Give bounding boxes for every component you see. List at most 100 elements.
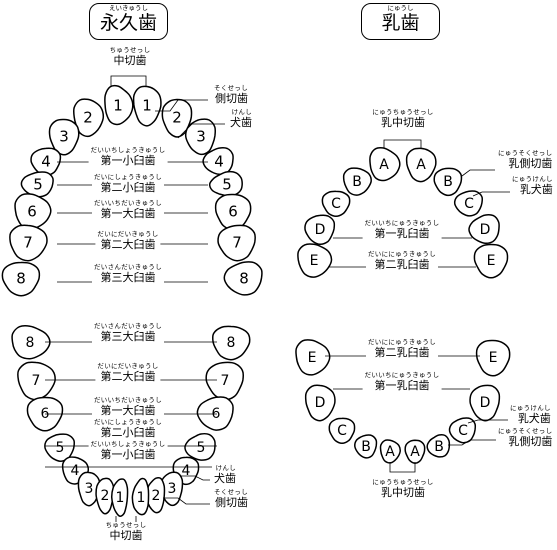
perm-upper-left-tooth-3-number: 3: [59, 127, 69, 145]
perm-lower-left-tooth-2: [95, 477, 115, 515]
prim-upper-left-tooth-E-number: E: [310, 253, 319, 269]
primary-title-ruby: にゅうし: [387, 4, 414, 12]
prim-upper-b-leader: [461, 169, 495, 177]
perm-lower-right-tooth-1-number: 1: [137, 490, 146, 506]
prim-upper-left-tooth-A-number: A: [379, 157, 389, 173]
prim-lower-a-leader: [389, 462, 416, 473]
perm-upper-left-tooth-7: [9, 224, 48, 262]
perm-upper-second-molar-label: だいにだいきゅうし 第二大臼歯: [95, 230, 161, 251]
perm-upper-ca-leader: [177, 123, 225, 139]
perm-upper-right-tooth-3: [184, 118, 217, 156]
perm-lower-canine-label: けんし 犬歯: [212, 464, 238, 485]
prim-upper-right-tooth-B: [433, 167, 463, 197]
perm-lower-right-tooth-2-number: 2: [152, 488, 161, 504]
prim-lower-left-tooth-D-number: D: [315, 395, 326, 411]
perm-upper-right-tooth-6-number: 6: [228, 202, 238, 220]
perm-lower-right-tooth-5: [184, 432, 216, 461]
perm-upper-right-tooth-5-number: 5: [222, 175, 232, 193]
perm-upper-canine-label: けんし 犬歯: [228, 108, 254, 129]
perm-lower-right-tooth-8-number: 8: [227, 335, 236, 351]
perm-lower-left-tooth-3: [77, 471, 101, 507]
prim-upper-central-incisor-label: にゅうちゅうせっし 乳中切歯: [370, 108, 436, 129]
prim-upper-right-tooth-E: [473, 243, 509, 279]
prim-lower-left-tooth-D: [304, 384, 336, 422]
perm-upper-left-tooth-7-number: 7: [23, 233, 33, 251]
perm-lower-left-tooth-2-number: 2: [101, 488, 110, 504]
perm-upper-right-tooth-2-number: 2: [172, 108, 182, 126]
perm-lower-second-premolar-label: だいにしょうきゅうし 第二小臼歯: [92, 418, 164, 439]
perm-lower-left-tooth-7-number: 7: [32, 373, 41, 389]
perm-lower-left-tooth-1-number: 1: [116, 490, 125, 506]
prim-upper-c-leader: [472, 191, 510, 197]
perm-upper-left-tooth-5-number: 5: [33, 175, 43, 193]
prim-lower-right-tooth-E-number: E: [489, 350, 498, 366]
prim-upper-lateral-incisor-label: にゅうそくせっし 乳側切歯: [496, 149, 555, 170]
prim-lower-first-molar-label: だいいちにゅうきゅうし 第一乳臼歯: [362, 371, 442, 392]
perm-upper-lateral-incisor-label: そくせっし 側切歯: [212, 84, 250, 105]
perm-lower-left-tooth-1: [110, 478, 129, 517]
prim-lower-left-tooth-E-number: E: [308, 350, 317, 366]
perm-lower-left-tooth-6: [26, 396, 64, 432]
prim-lower-right-tooth-C: [448, 417, 477, 444]
permanent-title-text: 永久歯: [99, 12, 157, 34]
prim-lower-right-tooth-A-number: A: [410, 444, 420, 460]
prim-lower-canine-label: にゅうけんし 乳犬歯: [508, 404, 553, 425]
primary-teeth-title: にゅうし 乳歯: [361, 3, 440, 40]
perm-upper-right-tooth-7: [217, 224, 256, 262]
perm-lower-right-tooth-5-number: 5: [197, 440, 206, 456]
perm-lower-right-tooth-4-number: 4: [182, 463, 191, 479]
perm-upper-right-tooth-7-number: 7: [232, 233, 242, 251]
prim-upper-right-tooth-E-number: E: [487, 253, 496, 269]
perm-lower-first-premolar-label: だいいちしょうきゅうし 第一小臼歯: [88, 440, 168, 461]
perm-upper-left-tooth-2: [72, 98, 105, 138]
perm-upper-right-tooth-4-number: 4: [214, 152, 224, 170]
perm-lower-left-tooth-8: [11, 325, 51, 360]
prim-upper-left-tooth-A: [369, 147, 401, 182]
prim-upper-left-tooth-E: [297, 243, 333, 278]
perm-lower-left-tooth-3-number: 3: [85, 481, 94, 497]
prim-upper-left-tooth-B: [342, 167, 372, 196]
prim-lower-right-tooth-B: [426, 433, 451, 458]
prim-upper-right-tooth-C-number: C: [464, 196, 474, 212]
perm-lower-right-tooth-3-number: 3: [168, 481, 177, 497]
prim-lower-left-tooth-C-number: C: [337, 423, 347, 439]
prim-lower-right-tooth-B-number: B: [434, 439, 444, 455]
perm-upper-third-molar-label: だいさんだいきゅうし 第三大臼歯: [92, 263, 164, 284]
prim-upper-first-molar-label: だいいちにゅうきゅうし 第一乳臼歯: [362, 219, 442, 240]
perm-upper-right-tooth-1-number: 1: [142, 96, 152, 114]
prim-upper-left-tooth-D: [304, 214, 336, 246]
perm-lower-right-tooth-6: [196, 396, 234, 431]
prim-upper-right-tooth-B-number: B: [443, 174, 453, 190]
perm-lower-first-molar-label: だいいちだいきゅうし 第一大臼歯: [92, 396, 164, 417]
perm-upper-first-molar-label: だいいちだいきゅうし 第一大臼歯: [92, 199, 164, 220]
perm-lower-left-tooth-5-number: 5: [56, 440, 65, 456]
prim-lower-c-leader: [467, 419, 508, 424]
prim-lower-right-tooth-A: [404, 439, 426, 464]
prim-upper-right-tooth-D: [468, 213, 500, 244]
perm-upper-right-tooth-2: [161, 98, 193, 138]
permanent-teeth-title: えいきゅうし 永久歯: [89, 3, 168, 40]
perm-upper-central-incisor-label: ちゅうせっし 中切歯: [107, 46, 153, 67]
prim-upper-right-tooth-A: [405, 147, 437, 183]
perm-upper-second-premolar-label: だいにしょうきゅうし 第二小臼歯: [92, 173, 164, 194]
perm-upper-left-tooth-1-number: 1: [113, 96, 123, 114]
prim-upper-left-tooth-C: [321, 190, 351, 218]
perm-upper-left-tooth-5: [20, 171, 54, 198]
perm-lower-right-tooth-7-number: 7: [221, 373, 230, 389]
prim-lower-lateral-incisor-label: にゅうそくせっし 乳側切歯: [496, 427, 555, 448]
perm-lower-lateral-incisor-label: そくせっし 側切歯: [212, 488, 250, 509]
prim-lower-b-leader: [448, 439, 496, 446]
perm-lower-left-tooth-8-number: 8: [26, 335, 35, 351]
perm-upper-right-tooth-1: [132, 85, 162, 127]
prim-upper-right-tooth-D-number: D: [480, 222, 491, 238]
prim-lower-left-tooth-B: [354, 434, 378, 459]
perm-lower-central-incisor-label: ちゅうせっし 中切歯: [103, 521, 149, 542]
perm-upper-left-tooth-1: [104, 84, 134, 126]
perm-lower-second-molar-label: だいにだいきゅうし 第二大臼歯: [95, 362, 161, 383]
perm-upper-left-tooth-8-number: 8: [16, 269, 26, 287]
prim-lower-left-tooth-C: [328, 417, 356, 445]
prim-lower-right-tooth-D: [469, 384, 501, 422]
prim-upper-second-molar-label: だいににゅうきゅうし 第二乳臼歯: [366, 250, 438, 271]
perm-upper-right-tooth-3-number: 3: [196, 127, 206, 145]
